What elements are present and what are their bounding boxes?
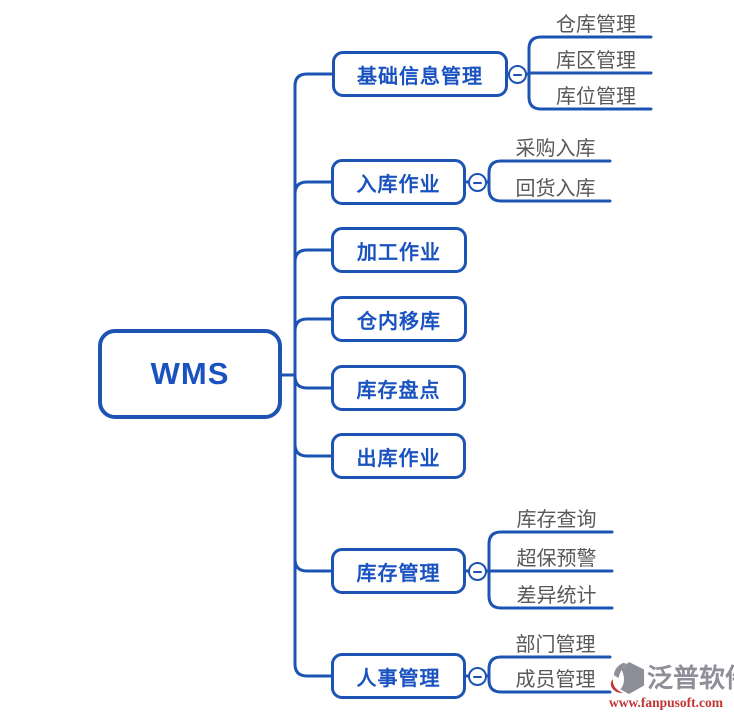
child-node-warehouse-mgmt[interactable]: 仓库管理 [556,14,636,36]
brand-logo-icon [610,661,645,695]
collapse-icon[interactable] [468,667,487,686]
branch-node-label: 出库作业 [356,447,441,470]
branch-node-label: 库存管理 [356,562,441,585]
branch-node-label: 仓内移库 [357,310,441,333]
minus-icon [473,181,482,184]
child-node-member-mgmt[interactable]: 成员管理 [515,669,596,691]
branch-node-label: 入库作业 [356,173,441,196]
brand-watermark: 泛普软件 www.fanpusoft.com [609,661,734,710]
branch-node-inbound-ops[interactable]: 入库作业 [331,159,466,205]
branch-node-label: 加工作业 [357,241,441,264]
branch-node-label: 基础信息管理 [357,65,483,88]
brand-url: www.fanpusoft.com [609,695,724,710]
child-node-expiry-warning[interactable]: 超保预警 [516,548,597,570]
branch-node-label: 人事管理 [356,667,441,690]
collapse-icon[interactable] [468,173,487,192]
child-node-purchase-inbound[interactable]: 采购入库 [515,138,596,160]
branch-node-personnel-mgmt[interactable]: 人事管理 [331,653,466,699]
root-node-wms[interactable]: WMS [98,329,282,419]
child-node-inventory-query[interactable]: 库存查询 [516,509,597,531]
child-node-location-mgmt[interactable]: 库位管理 [556,86,636,108]
branch-node-label: 库存盘点 [356,379,441,402]
minus-icon [473,675,482,678]
branch-node-stock-count[interactable]: 库存盘点 [331,365,466,411]
minus-icon [473,570,482,573]
child-node-area-mgmt[interactable]: 库区管理 [556,50,636,72]
child-node-department-mgmt[interactable]: 部门管理 [515,634,596,656]
branch-node-basic-info-mgmt[interactable]: 基础信息管理 [332,51,508,97]
collapse-icon[interactable] [468,562,487,581]
child-node-return-inbound[interactable]: 回货入库 [515,178,596,200]
branch-node-warehouse-transfer[interactable]: 仓内移库 [331,296,467,342]
collapse-icon[interactable] [508,65,527,84]
branch-node-processing-ops[interactable]: 加工作业 [331,227,467,273]
branch-node-inventory-mgmt[interactable]: 库存管理 [331,548,466,594]
root-node-label: WMS [150,356,230,391]
brand-name: 泛普软件 [647,663,734,693]
child-node-difference-stats[interactable]: 差异统计 [516,585,597,607]
minus-icon [513,73,522,76]
branch-node-outbound-ops[interactable]: 出库作业 [331,433,466,479]
